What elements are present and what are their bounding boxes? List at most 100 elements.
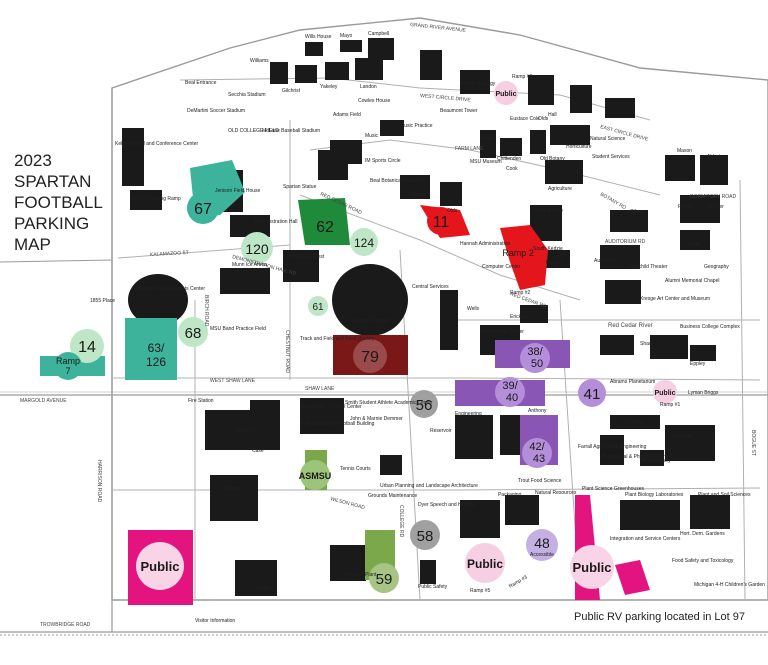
road-birch: BIRCH ROAD <box>203 295 209 327</box>
building-mason <box>665 155 695 181</box>
label-spartan-stadium: Spartan Stadium <box>352 318 389 324</box>
label-greenhouses: Plant Science Greenhouses <box>582 486 644 492</box>
map-title-line-2: SPARTAN <box>14 172 92 191</box>
building-munn <box>220 268 270 294</box>
lot-public-ramp6[interactable]: Public <box>494 81 518 105</box>
lot-42-43[interactable]: 42/ 43 <box>522 438 552 468</box>
lot-58[interactable]: 58 <box>410 520 440 550</box>
label-snyder: Snyder <box>708 204 724 210</box>
circle-drive-road <box>309 139 661 196</box>
label-hall: Hall <box>548 112 557 118</box>
road-auditorium: AUDITORIUM RD <box>605 239 646 245</box>
map-title: 2023 SPARTAN FOOTBALL PARKING MAP <box>14 150 103 255</box>
building-plant-soil <box>690 495 730 529</box>
building-olds <box>440 182 462 206</box>
lot-59[interactable]: 59 <box>369 563 399 593</box>
label-holden: Holden <box>256 586 272 592</box>
lot-56[interactable]: 56 <box>410 390 438 418</box>
building-phillips-snyder <box>680 195 720 223</box>
label-abbot: Abbot <box>707 154 721 160</box>
building-wilson <box>210 475 258 521</box>
label-alumni-chapel: Alumni Memorial Chapel <box>665 278 719 284</box>
label-fairchild: Fairchild Theater <box>630 264 668 270</box>
kalamazoo-road-line <box>0 259 113 263</box>
map-title-line-4: PARKING <box>14 214 90 233</box>
label-ramp6: Ramp #6 <box>512 74 533 80</box>
building-breslin <box>128 274 188 326</box>
lot-public-ramp5[interactable]: Public <box>465 543 505 583</box>
building-shaw <box>600 335 634 355</box>
lot-124[interactable]: 124 <box>350 228 378 256</box>
label-music: Music <box>365 133 379 139</box>
building-human-ecology <box>420 50 442 80</box>
lot-ramp2[interactable]: Ramp 2 <box>502 248 534 258</box>
label-north-kedzie: North Kedzie <box>534 208 563 214</box>
lot-42-label: 42/ <box>529 441 545 453</box>
lot-56-label: 56 <box>416 397 433 414</box>
lot-58-label: 58 <box>417 528 434 545</box>
label-old-botany: Old Botany <box>540 156 565 162</box>
label-plant-soil: Plant and Soil Sciences <box>698 492 751 498</box>
label-computer-center: Computer Center <box>482 264 521 270</box>
lot-67[interactable]: 67 <box>187 192 219 224</box>
label-ramp5: Ramp #5 <box>470 588 491 594</box>
building-cyclotron <box>665 425 715 461</box>
road-west-shaw: WEST SHAW LANE <box>210 378 256 384</box>
lot-79[interactable]: 79 <box>353 339 387 373</box>
lot-asmsu[interactable]: ASMSU <box>299 460 332 490</box>
lot-11[interactable]: 11 <box>427 207 455 235</box>
label-tennis: Tennis Courts <box>340 466 371 472</box>
lot-ramp7[interactable]: Ramp 7 <box>54 352 82 380</box>
building-kellogg-ramp <box>130 190 162 210</box>
building-skandalaris <box>300 398 344 434</box>
lot-120[interactable]: 120 <box>241 232 273 264</box>
building-urban-planning <box>380 455 402 475</box>
label-cyclotron: Cyclotron <box>672 434 693 440</box>
label-breslin: Breslin Student Events Center <box>138 286 205 292</box>
building-case <box>250 400 280 450</box>
building-wonders <box>205 410 255 450</box>
lot-63-126[interactable]: 63/ 126 <box>138 337 174 373</box>
lot-39-label: 39/ <box>502 380 518 392</box>
building-spartan-stadium <box>332 264 408 336</box>
lot-public-ramp1[interactable]: Public <box>653 380 677 404</box>
lot-38-label: 38/ <box>527 346 543 358</box>
lot-public-sw[interactable]: Public <box>136 542 184 590</box>
lot-public-se[interactable]: Public <box>570 545 614 589</box>
road-chestnut: CHESTNUT ROAD <box>284 330 290 373</box>
label-baker: Baker <box>688 242 701 248</box>
label-farrall: Farrall Agricultural Engineering <box>578 444 647 450</box>
shaw-lane-road <box>112 377 761 381</box>
building-near-ramp6 <box>460 70 490 94</box>
label-yakeley: Yakeley <box>320 84 338 90</box>
lot-40-label: 40 <box>506 392 518 404</box>
lot-63-label: 63/ <box>148 341 165 355</box>
building-eppley <box>690 345 716 361</box>
lot-39-40[interactable]: 39/ 40 <box>495 377 525 407</box>
lot-14[interactable]: 14 <box>70 329 104 363</box>
lot-68[interactable]: 68 <box>178 317 208 347</box>
label-band-field: MSU Band Practice Field <box>210 326 266 332</box>
building-kellogg-center <box>122 128 144 186</box>
lot-41[interactable]: 41 <box>578 379 606 407</box>
building-library <box>400 175 430 199</box>
lot-61[interactable]: 61 <box>308 296 328 316</box>
road-shaw: SHAW LANE <box>305 386 335 392</box>
building-fairchild <box>605 280 641 304</box>
lot-38-50[interactable]: 38/ 50 <box>520 343 550 373</box>
lot-48-sublabel: Accessible <box>530 552 554 558</box>
label-ramp1: Ramp #1 <box>660 402 681 408</box>
label-mclane: McLane Baseball Stadium <box>262 128 320 134</box>
road-margold: MARGOLD AVENUE <box>20 398 67 404</box>
building-chemistry <box>610 415 660 429</box>
lot-48-label: 48 <box>534 535 550 551</box>
lot-48[interactable]: 48 Accessible <box>526 529 558 561</box>
lot-11-label: 11 <box>433 214 450 231</box>
place-labels: Wills House Mayo Campbell Williams Gilch… <box>90 31 765 624</box>
label-geography: Geography <box>704 264 729 270</box>
lot-62[interactable]: 62 <box>309 210 341 242</box>
label-trout: Trout Food Science <box>518 478 562 484</box>
label-horticulture: Horticulture <box>566 144 592 150</box>
building-biochemistry <box>640 450 664 466</box>
rv-parking-note: Public RV parking located in Lot 97 <box>574 611 746 623</box>
